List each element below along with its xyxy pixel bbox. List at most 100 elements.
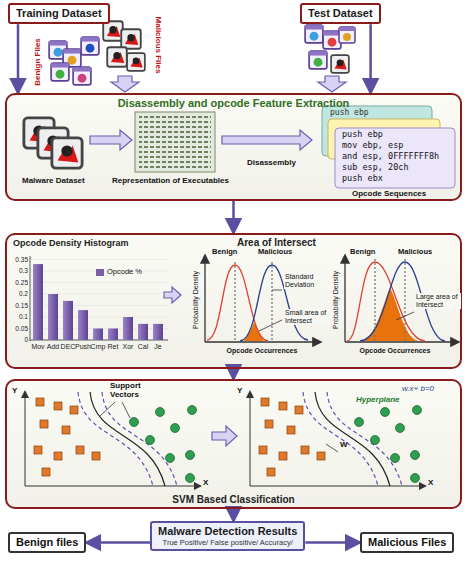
- text-label: Malicious Files: [153, 17, 162, 74]
- text-label: Support Vectors: [110, 381, 162, 399]
- opcode-line: and esp, 0FFFFFFF8h: [342, 152, 439, 162]
- axis-tick: 0.1: [19, 313, 28, 320]
- dataset-arrows: [111, 76, 346, 92]
- svm-plot: [130, 406, 197, 483]
- executable-image: [135, 112, 215, 172]
- svm-plot: [54, 402, 62, 410]
- opcode-cards: [335, 128, 455, 188]
- block-arrow: [164, 287, 181, 303]
- flow-arrow: [232, 369, 235, 379]
- malicious-files: [121, 29, 141, 49]
- text-label: Cal: [138, 343, 149, 351]
- density-plot-small: [271, 262, 272, 341]
- text-label: Opcode Occurrences: [360, 347, 431, 355]
- panel-ground: [6, 94, 461, 508]
- malicious-files: [107, 47, 127, 67]
- panel-ground: [6, 234, 461, 368]
- histogram: [93, 329, 103, 341]
- node-note: True Positive/ False positive/ Accuracy/: [158, 538, 297, 547]
- panel-ground: [6, 94, 461, 200]
- text-label: Y: [237, 386, 242, 395]
- text-label: Malware Dataset: [22, 176, 85, 185]
- benign-files: [51, 63, 69, 81]
- benign-files: [49, 37, 99, 85]
- opcode-cards: [322, 106, 455, 188]
- svm-plot: [171, 424, 180, 433]
- svm-plot: [186, 474, 195, 483]
- text-label: Je: [154, 343, 161, 351]
- density-plot-small: [244, 322, 264, 341]
- dataset-box: Test Dataset: [300, 3, 381, 24]
- axis-tick: 0.35: [15, 256, 28, 263]
- support-vector-leader: [100, 402, 115, 416]
- test-files: [305, 25, 323, 43]
- histogram: [153, 324, 163, 340]
- legend-text: Opcode %: [107, 267, 142, 276]
- legend-swatch: [96, 269, 104, 276]
- flow-arrow: [232, 509, 235, 521]
- text-label: Disassembly: [247, 158, 296, 167]
- svm-plot: [130, 418, 139, 427]
- axis-tick: 0.05: [15, 325, 28, 332]
- histogram: [123, 317, 133, 340]
- text-label: Add: [47, 343, 59, 351]
- block-arrow: [222, 130, 312, 150]
- support-vector-leader: [326, 444, 338, 452]
- svm-plot: [25, 486, 200, 487]
- histogram: [30, 256, 168, 341]
- opcode-line: mov ebp, esp: [342, 141, 403, 151]
- text-label: Benign: [212, 248, 237, 257]
- malicious-files: [103, 21, 123, 41]
- svm-plot: [34, 398, 100, 476]
- malicious-files: [103, 21, 145, 71]
- histogram: [30, 259, 168, 260]
- svm-plot: [188, 406, 197, 415]
- test-files: [331, 55, 349, 73]
- node-title: Disassembly and opcode Feature Extractio…: [118, 97, 350, 110]
- density-plot-small: [207, 265, 268, 341]
- axis-tick: 0.2: [19, 290, 28, 297]
- text-label: Xor: [123, 343, 134, 351]
- text-label: Standard Deviation: [284, 273, 326, 289]
- svm-plot: [42, 468, 50, 476]
- text-label: X: [428, 478, 433, 487]
- malware-dataset: [24, 118, 82, 168]
- node-title: Malicious Files: [368, 536, 446, 549]
- density-plot-large: [374, 259, 375, 341]
- text-label: Benign: [350, 248, 375, 257]
- block-arrow: [212, 426, 237, 446]
- dataset-arrows: [111, 76, 139, 92]
- svm-plot: [186, 451, 195, 460]
- text-label: Malicious: [398, 248, 432, 257]
- density-plot-small: [272, 290, 282, 291]
- panel-ground: [6, 380, 461, 508]
- text-label: Opcode Occurrences: [227, 347, 298, 355]
- node-title: Benign files: [16, 536, 78, 549]
- text-label: Representation of Executables: [112, 176, 229, 185]
- svm-plot: [34, 446, 42, 454]
- text-label: Ret: [108, 343, 119, 351]
- text-label: Probability Density: [192, 271, 200, 329]
- text-label: Mov: [31, 343, 44, 351]
- svm-plot: [92, 452, 100, 460]
- density-plot-large: [396, 312, 414, 320]
- histogram: [33, 264, 163, 340]
- histogram: [48, 294, 58, 340]
- text-label: Small area of Intersect: [284, 309, 330, 325]
- svm-plot: [62, 426, 70, 434]
- block-arrow: [90, 130, 132, 150]
- svm-plot: [70, 406, 78, 414]
- benign-files: [73, 67, 91, 85]
- svm-plot: [166, 454, 175, 463]
- axis-tick: 0: [24, 336, 28, 343]
- density-plot-large: [345, 341, 458, 342]
- text-label: X: [203, 478, 208, 487]
- axis-tick: 0.25: [15, 279, 28, 286]
- test-files: [339, 27, 355, 43]
- dataset-box: Training Dataset: [8, 3, 110, 24]
- density-plot-large: [344, 256, 345, 342]
- test-files: [309, 51, 327, 69]
- svm-plot: [102, 392, 177, 486]
